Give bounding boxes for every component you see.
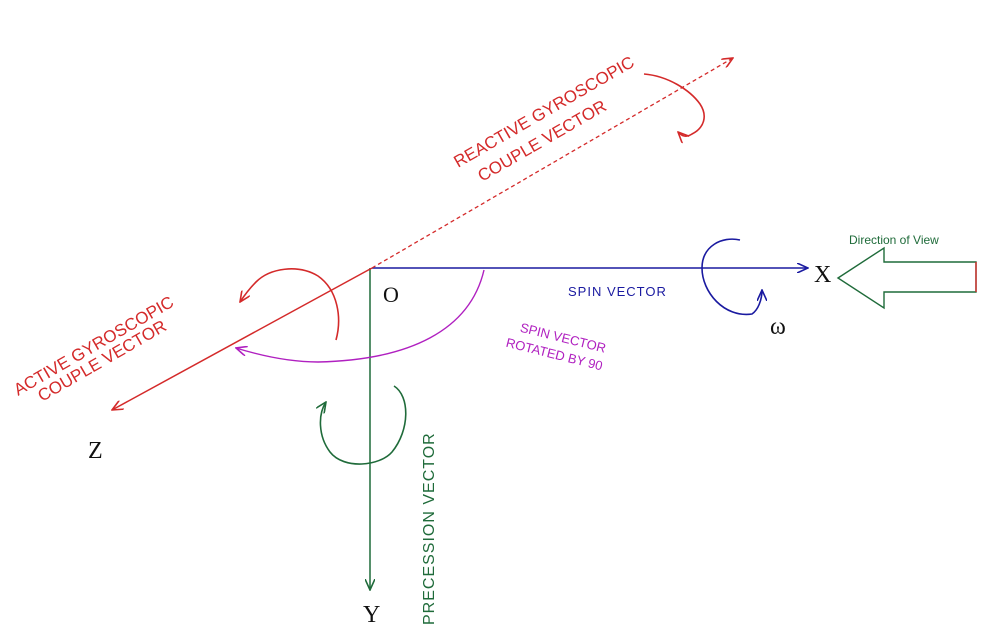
- z-axis-label: Z: [88, 438, 103, 464]
- active-couple-vector-line: [112, 267, 373, 410]
- reactive-couple-rotation-arrow: [643, 73, 705, 136]
- active-couple-rotation-arrow: [240, 268, 340, 341]
- x-axis-label: X: [814, 262, 831, 288]
- reactive-couple-vector-line: [371, 58, 733, 269]
- spin-rotation-arc: [236, 269, 485, 363]
- spin-rotation-arrow: [701, 238, 762, 316]
- precession-vector-label: PRECESSION VECTOR: [421, 432, 438, 625]
- active-couple-label-line1: ACTIVE GYROSCOPIC: [11, 292, 178, 399]
- direction-of-view-label: Direction of View: [849, 233, 939, 247]
- y-axis-label: Y: [363, 602, 380, 628]
- omega-label: ω: [770, 314, 786, 340]
- precession-rotation-arrow: [320, 385, 407, 465]
- origin-label: O: [383, 282, 399, 307]
- reactive-couple-label-line1: REACTIVE GYROSCOPIC: [451, 53, 638, 172]
- direction-of-view-arrow: [836, 246, 977, 310]
- spin-vector-label: SPIN VECTOR: [568, 284, 667, 299]
